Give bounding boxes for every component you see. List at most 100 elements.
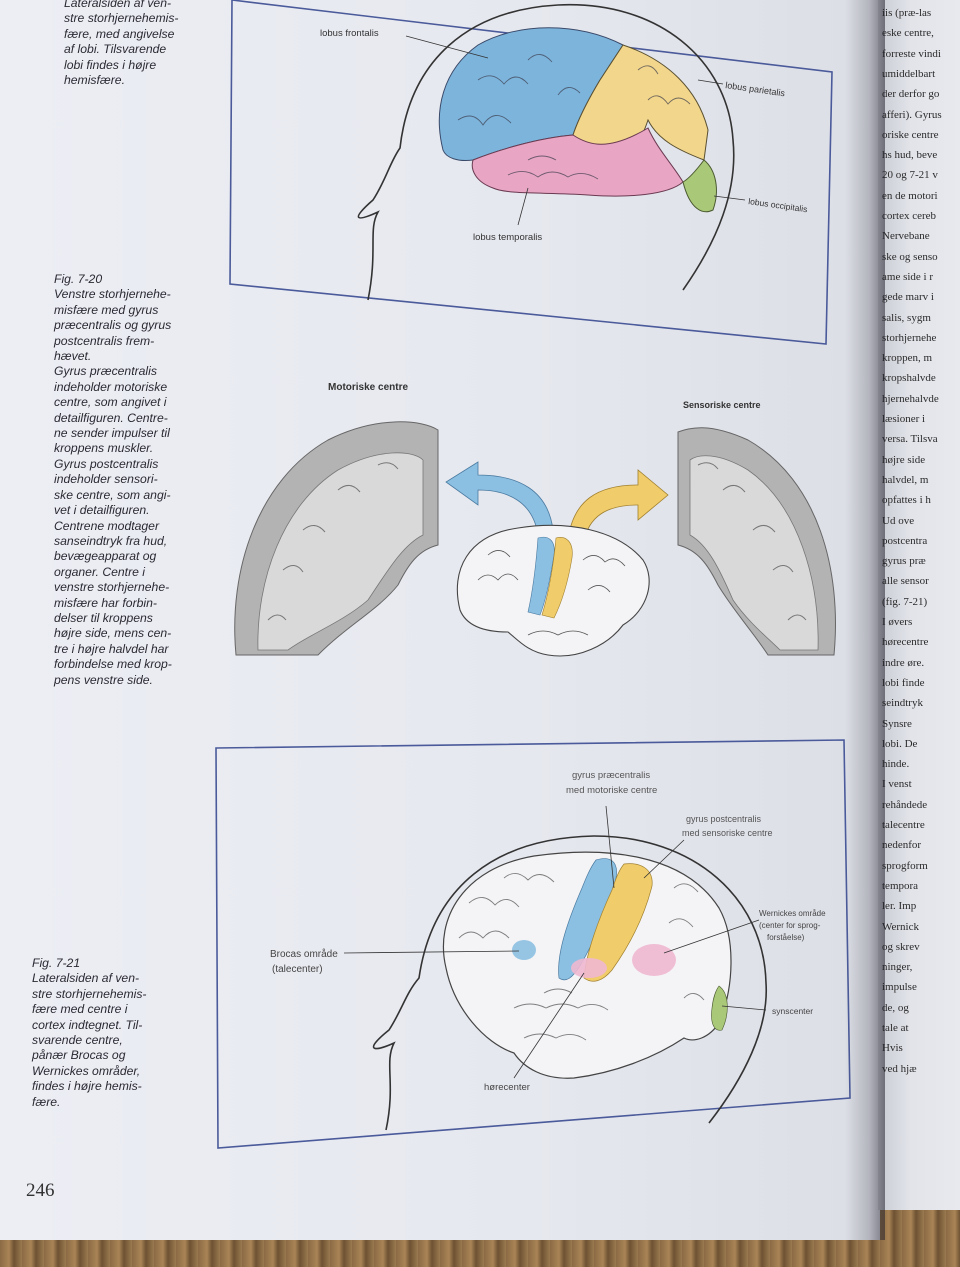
caption-fig-7-21: Fig. 7-21 Lateralsiden af ven- stre stor… [32,956,146,1110]
figure-motor-sensory: Motoriske centre Sensoriske centre [234,382,836,657]
caption-line: hemisfære. [64,73,125,88]
wernicke-area [632,944,676,976]
caption-line: Lateralsiden af ven- [64,0,172,10]
small-brain-precentral [527,536,555,616]
auditory-area [571,958,607,978]
right-page-text-line: hørecentre [882,636,929,649]
right-page-text-line: lobi. De [882,737,918,750]
label-wernicke-2: (center for sprog- [759,921,821,930]
caption-line: misfære har forbin- [54,595,157,610]
caption-line: højre side, mens cen- [54,626,172,641]
caption-line: fære. [32,1094,61,1109]
caption-line: Lateralsiden af ven- [32,971,140,986]
sensory-arrow [567,469,669,546]
page-gutter-shadow [845,0,885,1240]
label-postcentral-1: gyrus postcentralis [686,814,762,824]
right-page-text-line: Nervebane [882,230,930,243]
caption-line: Gyrus postcentralis [54,456,159,471]
label-postcentral-2: med sensoriske centre [682,828,773,838]
small-brain-postcentral [541,537,573,619]
label-lobus-occipitalis: lobus occipitalis [748,196,808,214]
right-page-text-line: indre øre. [882,656,925,669]
caption-line: ne sender impulser til [54,426,170,441]
right-page-text-line: I øvers [882,616,913,628]
label-wernicke-1: Wernickes område [759,909,826,918]
right-page-text-line: Ud ove [882,514,915,527]
caption-lobes: Lateralsiden af ven- stre storhjernehemi… [64,0,178,88]
caption-line: stre storhjernehemis- [32,986,147,1001]
caption-line: præcentralis og gyrus [54,318,172,333]
right-page-text-line: impulse [882,981,917,994]
sensory-gyri [697,462,807,621]
right-page-text-line: Hvis [882,1042,903,1055]
caption-line: svarende centre, [32,1033,123,1048]
right-page-text-line: hs hud, beve [882,149,938,162]
right-page-text-line: en de motori [882,189,938,202]
visual-area [711,985,728,1031]
label-precentral-2: med motoriske centre [566,785,657,796]
caption-line: tre i højre halvdel har [54,641,169,656]
broca-area [512,940,536,960]
right-page-text-line: versa. Tilsva [882,433,938,446]
right-page-text-line: (fig. 7-21) [882,595,928,608]
right-page-text-line: ved hjæ [882,1062,917,1075]
right-page-text-line: lobi finde [882,676,925,689]
caption-title: Fig. 7-20 [54,272,103,286]
caption-line: sanseindtryk fra hud, [54,533,168,548]
right-page-text-line: gyrus præ [882,555,926,568]
motor-arrow [445,461,554,536]
right-page-text-line: I venst [882,778,912,791]
right-page-text-line: postcentra [882,534,928,547]
label-lobus-frontalis: lobus frontalis [320,28,379,39]
label-broca-2: (talecenter) [272,964,323,975]
heading-motor-centres: Motoriske centre [328,382,408,393]
head-outline [372,835,768,1131]
brain-gyri [458,873,705,1041]
caption-line: kroppens muskler. [54,441,154,456]
right-page-text-line: sprogform [882,859,928,872]
gyrus-postcentralis [583,863,653,982]
right-page-text-line: cortex cereb [882,210,937,222]
right-page-text-line: talecentre [882,819,925,831]
gyrus-precentralis [558,858,617,981]
coronal-section-motor-inner [257,452,424,651]
right-page-text-line: kroppen, m [882,352,933,365]
right-page-text-line: storhjernehe [882,331,937,344]
caption-line: detailfiguren. Centre- [54,410,168,425]
label-lobus-parietalis: lobus parietalis [725,80,786,98]
right-page-text-line: ler. Imp [882,900,917,913]
caption-line: Centrene modtager [54,518,160,533]
gyri-lines [457,54,691,180]
right-page-text-line: forreste vindi [882,47,941,60]
caption-line: lobi findes i højre [64,57,157,72]
label-horecenter: hørecenter [484,1082,530,1093]
small-brain-gyri [477,550,626,636]
head-outline [357,3,735,301]
caption-line: Venstre storhjernehe- [54,287,171,302]
caption-line: Gyrus præcentralis [54,364,157,379]
caption-line: postcentralis frem- [54,333,155,348]
right-page-text-line: læsioner i [882,413,926,425]
right-page-text-line: opfattes i h [882,494,931,507]
right-page-text-line: nedenfor [882,839,922,852]
right-page-text-line: ske og senso [882,250,938,263]
caption-line: venstre storhjernehe- [54,580,170,595]
figure-centres: gyrus præcentralis med motoriske centre … [215,739,851,1149]
right-page-text-line: halvdel, m [882,473,929,486]
lobe-occipital [682,159,717,213]
right-page-text-line: 20 og 7-21 v [882,169,938,182]
caption-line: hævet. [54,349,92,364]
right-page-text-line: iis (præ-las [882,7,932,19]
caption-line: centre, som angivet i [54,395,167,410]
caption-line: fære med centre i [32,1002,128,1017]
caption-line: Wernickes områder, [32,1063,141,1078]
right-page-text-line: de, og [882,1001,909,1014]
right-page-text-line: afferi). Gyrus [882,108,942,121]
label-wernicke-3: forståelse) [767,933,805,942]
caption-line: pens venstre side. [54,672,153,687]
right-page-text-line: højre side [882,453,926,466]
right-page-text-line: og skrev [882,940,920,953]
caption-line: af lobi. Tilsvarende [64,42,167,57]
right-page-text-line: rehåndede [882,798,928,811]
caption-fig-7-20: Fig. 7-20 Venstre storhjernehe- misfære … [54,272,172,688]
